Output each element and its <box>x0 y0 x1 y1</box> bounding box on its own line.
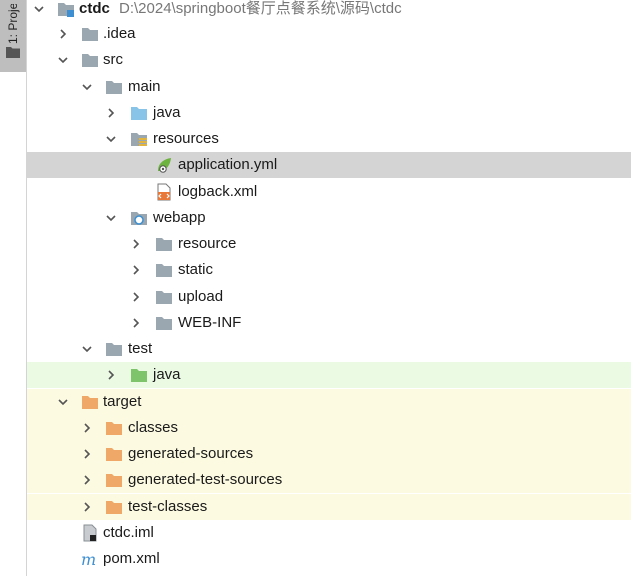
tree-row-static[interactable]: static <box>27 257 631 283</box>
tree-item-label: java <box>153 104 181 121</box>
chevron-down-icon[interactable] <box>105 133 117 145</box>
chevron-right-icon[interactable] <box>81 474 93 486</box>
tree-item-label: target <box>103 393 142 410</box>
web-folder-icon <box>131 212 147 225</box>
tree-row-pom-xml[interactable]: m pom.xml <box>27 546 631 572</box>
tree-item-label: test <box>128 340 153 357</box>
tree-row-test-java[interactable]: java <box>27 362 631 388</box>
tree-row-target[interactable]: target <box>27 389 631 415</box>
iml-file-icon <box>83 524 97 542</box>
project-tree: ctdc D:\2024\springboot餐厅点餐系统\源码\ctdc .i… <box>27 0 631 576</box>
tree-item-label: java <box>153 366 181 383</box>
chevron-down-icon[interactable] <box>81 81 93 93</box>
tree-item-label: test-classes <box>128 498 208 515</box>
tree-row-resources[interactable]: resources <box>27 126 631 152</box>
chevron-right-icon[interactable] <box>130 317 142 329</box>
tree-item-label: classes <box>128 419 179 436</box>
folder-icon <box>106 343 122 356</box>
tree-row-test-classes[interactable]: test-classes <box>27 494 631 520</box>
project-tool-tab[interactable]: 1: Project <box>0 0 26 72</box>
tree-row-web-inf[interactable]: WEB-INF <box>27 310 631 336</box>
folder-icon <box>156 238 172 251</box>
chevron-right-icon[interactable] <box>105 369 117 381</box>
chevron-right-icon[interactable] <box>81 422 93 434</box>
tree-item-label: generated-test-sources <box>128 471 283 488</box>
chevron-right-icon[interactable] <box>81 448 93 460</box>
tree-row-test[interactable]: test <box>27 336 631 362</box>
chevron-right-icon[interactable] <box>81 501 93 513</box>
chevron-right-icon[interactable] <box>57 28 69 40</box>
chevron-down-icon[interactable] <box>81 343 93 355</box>
tree-row-main[interactable]: main <box>27 74 631 100</box>
tree-row-root[interactable]: ctdc D:\2024\springboot餐厅点餐系统\源码\ctdc <box>27 0 631 22</box>
chevron-down-icon[interactable] <box>105 212 117 224</box>
source-folder-icon <box>131 107 147 120</box>
module-folder-icon <box>58 3 74 17</box>
tree-row-src[interactable]: src <box>27 47 631 73</box>
tree-item-label: .idea <box>103 25 136 42</box>
tree-item-label: pom.xml <box>103 550 160 567</box>
excluded-folder-icon <box>106 448 122 461</box>
excluded-folder-icon <box>106 422 122 435</box>
folder-icon <box>156 264 172 277</box>
chevron-right-icon[interactable] <box>105 107 117 119</box>
project-tab-label: 1: Project <box>6 4 20 44</box>
folder-icon <box>106 81 122 94</box>
tree-row-application-yml[interactable]: application.yml <box>27 152 631 178</box>
maven-pom-icon: m <box>81 550 96 568</box>
tree-item-label: WEB-INF <box>178 314 242 331</box>
tree-row-generated-sources[interactable]: generated-sources <box>27 441 631 467</box>
folder-icon <box>82 28 98 41</box>
excluded-folder-icon <box>106 501 122 514</box>
folder-icon <box>6 47 20 58</box>
folder-icon <box>156 291 172 304</box>
tree-item-label: ctdc.iml <box>103 524 154 541</box>
tree-item-label: generated-sources <box>128 445 254 462</box>
chevron-right-icon[interactable] <box>130 291 142 303</box>
chevron-right-icon[interactable] <box>130 264 142 276</box>
tree-row-generated-test-sources[interactable]: generated-test-sources <box>27 467 631 493</box>
project-tool-window-strip: 1: Project <box>0 0 27 576</box>
tree-row-ctdc-iml[interactable]: ctdc.iml <box>27 520 631 546</box>
chevron-down-icon[interactable] <box>33 3 45 15</box>
tree-row-classes[interactable]: classes <box>27 415 631 441</box>
excluded-folder-icon <box>106 474 122 487</box>
chevron-right-icon[interactable] <box>130 238 142 250</box>
tree-item-label: application.yml <box>178 156 278 173</box>
tree-item-label: webapp <box>153 209 206 226</box>
spring-yaml-icon <box>158 158 171 173</box>
tree-row-main-java[interactable]: java <box>27 100 631 126</box>
svg-text:m: m <box>81 550 96 568</box>
chevron-down-icon[interactable] <box>57 396 69 408</box>
tree-row-webapp[interactable]: webapp <box>27 205 631 231</box>
xml-file-icon <box>157 183 171 201</box>
test-source-folder-icon <box>131 369 147 382</box>
excluded-folder-icon <box>82 396 98 409</box>
tree-row-resource[interactable]: resource <box>27 231 631 257</box>
chevron-down-icon[interactable] <box>57 54 69 66</box>
resources-folder-icon <box>131 133 147 146</box>
folder-icon <box>156 317 172 330</box>
root-path: D:\2024\springboot餐厅点餐系统\源码\ctdc <box>119 0 402 17</box>
root-name: ctdc <box>79 0 110 17</box>
tree-row-idea[interactable]: .idea <box>27 21 631 47</box>
tree-item-label: upload <box>178 288 224 305</box>
tree-item-label: resources <box>153 130 219 147</box>
tree-item-label: main <box>128 78 161 95</box>
folder-icon <box>82 54 98 67</box>
tree-item-label: static <box>178 261 214 278</box>
tree-item-label: logback.xml <box>178 183 258 200</box>
tree-row-logback-xml[interactable]: logback.xml <box>27 179 631 205</box>
tree-item-label: resource <box>178 235 237 252</box>
tree-item-label: src <box>103 51 123 68</box>
tree-row-upload[interactable]: upload <box>27 284 631 310</box>
